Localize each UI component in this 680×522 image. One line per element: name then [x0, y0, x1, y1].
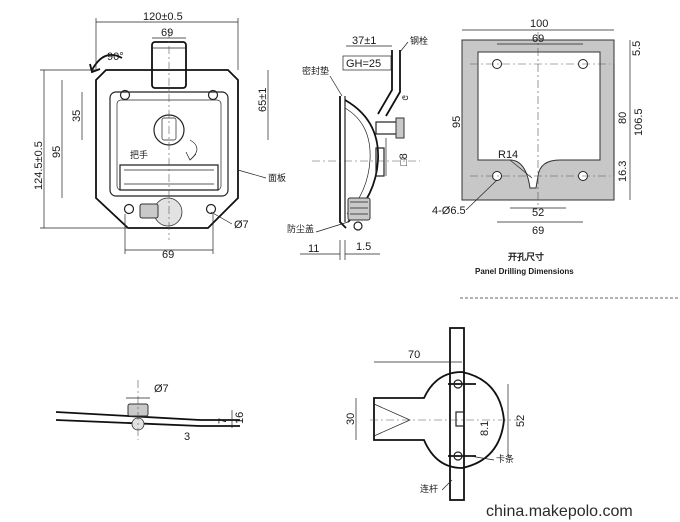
- dim-top-margin: 5.5: [631, 41, 643, 56]
- label-holes: 4-Ø6.5: [432, 205, 466, 217]
- bottom-left-view: Ø7 16 7 3: [55, 380, 246, 443]
- dim-80: 80: [617, 112, 629, 124]
- dim-top: 37±1: [352, 35, 376, 47]
- label-handle: 把手: [130, 149, 148, 161]
- mount-hole: [207, 89, 219, 101]
- watermark: china.makepolo.com: [486, 503, 633, 520]
- side-view: 37±1 GH=25 钢栓 密封垫 ల □8 防尘盖 11 1.5: [287, 35, 428, 260]
- dim-plate-thickness: 1.5: [356, 241, 371, 253]
- dim-r14: R14: [498, 149, 518, 161]
- bottom-right-view: 70 30 8.1 52 卡条 连杆: [345, 327, 527, 501]
- dim-hole-dia: Ø7: [234, 219, 249, 231]
- dim-inner-width: 69: [532, 33, 544, 45]
- dim-body-height: 95: [51, 146, 63, 158]
- mount-hole: [123, 203, 135, 215]
- front-view: 90° 120±0.5 69 124.5±0.5 95 35 65±1 69 Ø…: [33, 11, 286, 261]
- cutout-title-cn: 开孔尺寸: [508, 251, 544, 263]
- dim-30: 30: [345, 413, 357, 425]
- dim-52: 52: [532, 207, 544, 219]
- label-panel: 面板: [268, 172, 286, 184]
- dim-plate-height: 65±1: [257, 88, 269, 112]
- dim-81: 8.1: [479, 421, 491, 436]
- mount-hole: [119, 89, 131, 101]
- dim-thickness: 11: [308, 243, 319, 255]
- dim-handle-width: 69: [161, 27, 173, 39]
- svg-text:90°: 90°: [107, 51, 124, 63]
- label-dustcap: 防尘盖: [287, 223, 314, 235]
- mount-hole: [205, 203, 217, 215]
- label-pin: 钢栓: [410, 35, 428, 47]
- dim-hole-dia: Ø7: [154, 383, 169, 395]
- dim-square: □8: [398, 153, 410, 166]
- dim-width-total: 100: [530, 18, 548, 30]
- label-rod: 连杆: [420, 483, 438, 495]
- label-gasket: 密封垫: [302, 65, 329, 77]
- dim-width-total: 120±0.5: [143, 11, 183, 23]
- dim-106: 106.5: [633, 108, 645, 136]
- dim-height-total: 124.5±0.5: [33, 141, 45, 190]
- dim-16: 16.3: [617, 161, 629, 182]
- panel-cutout-view: 100 69 5.5 95 80 106.5 R14 16.3 4-Ø6.5 5…: [432, 18, 645, 276]
- dim-52: 52: [515, 415, 527, 427]
- dim-70: 70: [408, 349, 420, 361]
- dim-height-left: 95: [451, 116, 463, 128]
- dim-69b: 69: [532, 225, 544, 237]
- dim-bottom-width: 69: [162, 249, 174, 261]
- dim-3: 3: [184, 431, 190, 443]
- dim-handle-offset: 35: [71, 110, 83, 122]
- dim-7: 7: [217, 418, 229, 424]
- label-clip: 卡条: [496, 453, 514, 465]
- cutout-title-en: Panel Drilling Dimensions: [475, 267, 574, 276]
- dim-16: 16: [234, 412, 246, 424]
- rotate-arrow-icon: [91, 54, 123, 71]
- svg-text:ల: ల: [402, 93, 409, 103]
- dim-gh: GH=25: [346, 58, 381, 70]
